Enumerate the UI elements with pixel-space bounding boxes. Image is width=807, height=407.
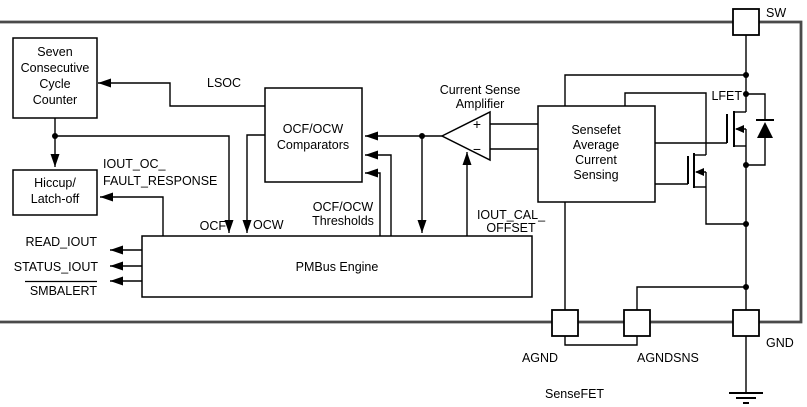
sensefet-sensing-block: [537, 105, 656, 203]
wire-ocw: [242, 134, 265, 233]
junction-dot: [743, 284, 749, 290]
gnd-pin-label: GND: [766, 336, 794, 350]
lfet-transistor: [726, 111, 747, 147]
junction-dot: [419, 133, 425, 139]
counter-label-line4: Counter: [33, 93, 77, 107]
junction-dot: [743, 72, 749, 78]
wire-sensefet-source: [705, 187, 746, 225]
agnd-pin-label: AGND: [522, 351, 558, 365]
ocw-label: OCW: [253, 218, 284, 232]
agndsns-pin-label: AGNDSNS: [637, 351, 699, 365]
junction-dots: [52, 72, 749, 290]
pin-agndsns: [623, 309, 651, 337]
current-sense-amplifier: + −: [440, 110, 538, 162]
junction-dot: [52, 133, 58, 139]
wire-agnd-link: [564, 336, 638, 346]
comparators-label-line1: OCF/OCW: [283, 122, 344, 136]
wire-lsoc: [98, 78, 265, 107]
sw-pin-label: SW: [766, 6, 786, 20]
sensefet-body-arrow-icon: [695, 168, 704, 176]
junction-dot: [743, 221, 749, 227]
amp-triangle: [440, 110, 491, 162]
amp-title-line2: Amplifier: [456, 97, 505, 111]
wire-ocf: [55, 135, 234, 233]
sense-block-label-line1: Sensefet: [571, 123, 621, 137]
counter-label-line2: Consecutive: [21, 61, 90, 75]
counter-label-line1: Seven: [37, 45, 72, 59]
sense-block-label-line2: Average: [573, 138, 619, 152]
pin-gnd: [732, 309, 760, 337]
fault-response-label-line1: IOUT_OC_: [103, 157, 167, 171]
hiccup-label-line1: Hiccup/: [34, 176, 76, 190]
lfet-label: LFET: [711, 89, 742, 103]
comparators-label-line2: Comparators: [277, 138, 349, 152]
ground-symbol-icon: [729, 392, 763, 404]
wire-threshold-2: [365, 168, 381, 236]
lfet-body-arrow-icon: [735, 125, 744, 133]
wire-drain-sense: [564, 74, 746, 106]
junction-dot: [743, 162, 749, 168]
counter-label-line3: Cycle: [39, 77, 70, 91]
thresholds-label-line2: Thresholds: [312, 214, 374, 228]
ocf-label: OCF: [200, 219, 227, 233]
sense-fet-transistor: [687, 153, 707, 188]
signal-labels: LSOC IOUT_OC_ FAULT_RESPONSE OCF OCW OCF…: [14, 76, 743, 401]
hiccup-label-line2: Latch-off: [31, 192, 80, 206]
read-iout-label: READ_IOUT: [25, 235, 97, 249]
chip-boundary: [0, 20, 803, 324]
amp-title-line1: Current Sense: [440, 83, 521, 97]
block-labels: Seven Consecutive Cycle Counter Hiccup/ …: [21, 45, 622, 274]
wires: [50, 35, 747, 393]
pin-agnd: [551, 309, 579, 337]
comparators-block: [264, 87, 363, 183]
wire-agndsns: [636, 286, 746, 310]
wire-fault-response: [100, 192, 164, 236]
pin-sw: [732, 8, 760, 36]
diode-cathode-lead: [746, 93, 766, 120]
smbalert-label: SMBALERT: [30, 284, 98, 298]
wire-threshold-1: [365, 150, 392, 236]
pin-labels: SW AGND AGNDSNS GND: [522, 6, 794, 365]
sensefet-label: SenseFET: [545, 387, 604, 401]
pmbus-engine-block: [141, 235, 533, 298]
fault-response-label-line2: FAULT_RESPONSE: [103, 174, 217, 188]
amp-plus-sign: +: [473, 116, 481, 132]
pmbus-engine-label: PMBus Engine: [296, 260, 379, 274]
junction-dot: [743, 91, 749, 97]
body-diode: [746, 93, 774, 166]
wire-sense-drain: [624, 92, 707, 155]
sense-block-label-line3: Current: [575, 153, 617, 167]
lsoc-label: LSOC: [207, 76, 241, 90]
thresholds-label-line1: OCF/OCW: [313, 200, 374, 214]
cal-offset-label-line2: OFFSET: [486, 221, 536, 235]
diode-triangle-icon: [757, 122, 773, 138]
diode-anode-lead: [746, 138, 766, 166]
hiccup-block: [12, 169, 98, 216]
cal-offset-label-line1: IOUT_CAL_: [477, 208, 546, 222]
amp-minus-sign: −: [473, 141, 481, 157]
status-iout-label: STATUS_IOUT: [14, 260, 99, 274]
sense-block-label-line4: Sensing: [573, 168, 618, 182]
